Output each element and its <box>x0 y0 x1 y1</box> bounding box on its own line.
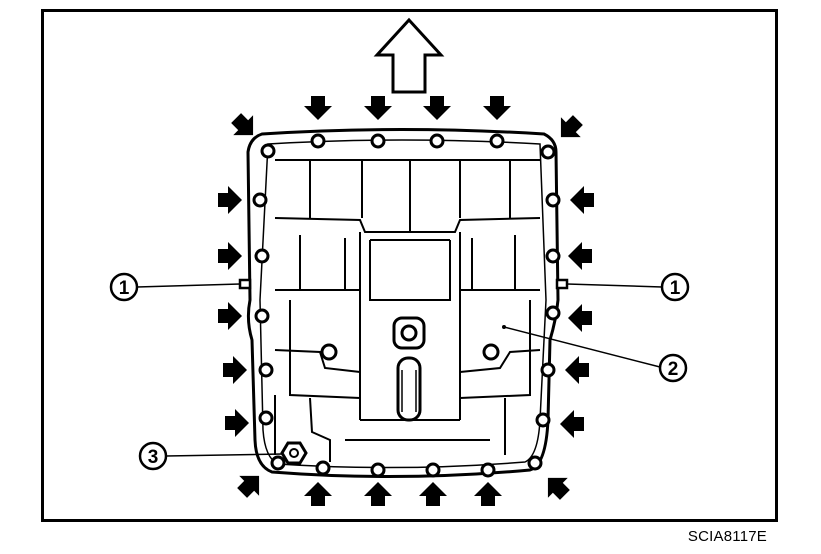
front-direction-arrow <box>373 17 445 94</box>
callout-3-circle <box>138 441 168 471</box>
boss-left <box>320 343 338 361</box>
leader-lines <box>136 283 663 457</box>
callout-1-left-circle <box>109 272 139 302</box>
oil-pan-outline <box>246 128 560 479</box>
callout-1-right-circle <box>660 272 690 302</box>
figure-code: SCIA8117E <box>687 528 767 545</box>
callout-circles <box>109 272 690 471</box>
callout-1-left-label: 1 <box>119 278 130 299</box>
callout-1-right-label: 1 <box>670 278 681 299</box>
callout-3-label: 3 <box>148 447 159 468</box>
pan-bolts <box>252 133 561 478</box>
boss-right <box>482 343 500 361</box>
pan-ribs <box>274 159 541 462</box>
magnet-slot <box>396 356 422 422</box>
drain-plug <box>392 316 426 350</box>
callout-2-circle <box>658 353 688 383</box>
callout-2-label: 2 <box>668 359 679 380</box>
